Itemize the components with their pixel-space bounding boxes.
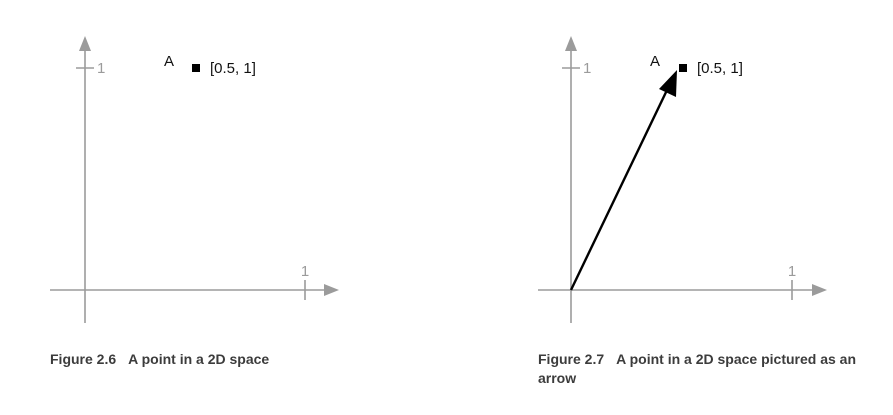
vector-shaft (569, 87, 670, 291)
x-axis: 1 (538, 263, 827, 300)
point-a: A [0.5, 1] (650, 53, 743, 77)
y-tick-label: 1 (97, 60, 105, 77)
point-marker (192, 64, 200, 72)
x-tick-label: 1 (788, 263, 796, 280)
x-axis-arrowhead (324, 284, 339, 296)
point-coordinates-label: [0.5, 1] (697, 60, 743, 77)
y-axis: 1 (562, 36, 591, 323)
coordinate-plane: 1 1 A [0.5, 1] (50, 36, 339, 323)
y-axis-arrowhead (565, 36, 577, 51)
y-tick-label: 1 (583, 60, 591, 77)
point-a: A [0.5, 1] (164, 53, 256, 77)
x-tick-label: 1 (301, 263, 309, 280)
figure-number: Figure 2.7 (538, 351, 605, 367)
x-axis-arrowhead (812, 284, 827, 296)
point-marker (679, 64, 687, 72)
y-axis: 1 (76, 36, 105, 323)
figure-caption-text: A point in a 2D space (128, 351, 270, 367)
figure-number: Figure 2.6 (50, 351, 117, 367)
figure-2-6: 1 1 A [0.5, 1] Figure 2.6 A point in a 2D… (0, 0, 400, 415)
figure-caption: Figure 2.6 A point in a 2D space (50, 350, 380, 369)
figure-caption-text: A point in a 2D space pictured as an arr… (538, 351, 857, 386)
x-axis: 1 (50, 263, 339, 300)
point-name-label: A (650, 53, 660, 70)
vector-arrowhead (659, 70, 677, 97)
point-name-label: A (164, 53, 174, 70)
y-axis-arrowhead (79, 36, 91, 51)
point-coordinates-label: [0.5, 1] (210, 60, 256, 77)
coordinate-plane: 1 1 A [0.5, 1] (538, 36, 827, 323)
vector-arrow (569, 70, 677, 291)
